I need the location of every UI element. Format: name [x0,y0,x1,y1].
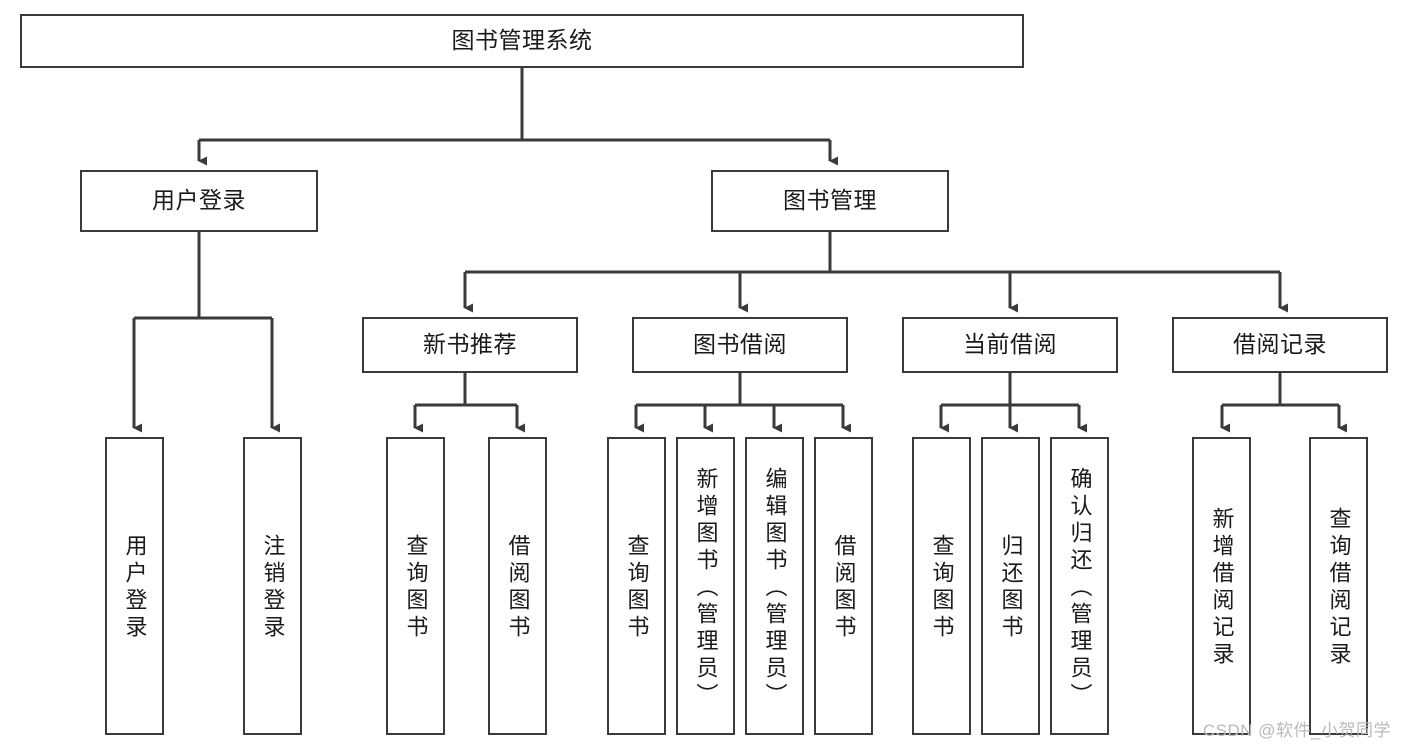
node-leaf-add-record-label: 新增借阅记录 [1209,507,1235,669]
node-leaf-add-book-label: 新增图书（管理员） [693,466,719,710]
node-book-manage-label: 图书管理 [783,187,877,214]
node-leaf-logout[interactable]: 注销登录 [243,437,302,735]
node-leaf-return-book-label: 归还图书 [998,534,1024,642]
node-current-borrow[interactable]: 当前借阅 [902,317,1118,373]
node-leaf-add-book[interactable]: 新增图书（管理员） [676,437,735,735]
node-root[interactable]: 图书管理系统 [20,14,1024,68]
node-leaf-query-book-3-label: 查询图书 [929,534,955,642]
node-book-borrow-label: 图书借阅 [693,331,787,358]
node-leaf-borrow-book-1-label: 借阅图书 [505,534,531,642]
node-leaf-borrow-book-2[interactable]: 借阅图书 [814,437,873,735]
node-leaf-edit-book-label: 编辑图书（管理员） [762,466,788,710]
node-root-label: 图书管理系统 [451,27,593,54]
node-new-book-rec-label: 新书推荐 [423,331,517,358]
node-leaf-query-record[interactable]: 查询借阅记录 [1309,437,1368,735]
node-book-manage[interactable]: 图书管理 [711,170,949,232]
node-leaf-borrow-book-2-label: 借阅图书 [831,534,857,642]
node-borrow-record[interactable]: 借阅记录 [1172,317,1388,373]
node-leaf-return-book[interactable]: 归还图书 [981,437,1040,735]
node-leaf-query-book-1[interactable]: 查询图书 [386,437,445,735]
node-user-login-label: 用户登录 [152,187,246,214]
node-leaf-user-login[interactable]: 用户登录 [105,437,164,735]
node-leaf-query-book-3[interactable]: 查询图书 [912,437,971,735]
node-new-book-rec[interactable]: 新书推荐 [362,317,578,373]
node-user-login[interactable]: 用户登录 [80,170,318,232]
node-leaf-query-book-1-label: 查询图书 [403,534,429,642]
node-borrow-record-label: 借阅记录 [1233,331,1327,358]
node-leaf-borrow-book-1[interactable]: 借阅图书 [488,437,547,735]
node-leaf-edit-book[interactable]: 编辑图书（管理员） [745,437,804,735]
watermark: CSDN @软件_小贺同学 [1202,721,1391,740]
node-leaf-confirm-return-label: 确认归还（管理员） [1067,466,1093,710]
node-current-borrow-label: 当前借阅 [963,331,1057,358]
node-leaf-logout-label: 注销登录 [260,534,286,642]
node-leaf-query-record-label: 查询借阅记录 [1326,507,1352,669]
node-leaf-user-login-label: 用户登录 [122,534,148,642]
node-leaf-query-book-2[interactable]: 查询图书 [607,437,666,735]
node-leaf-add-record[interactable]: 新增借阅记录 [1192,437,1251,735]
node-book-borrow[interactable]: 图书借阅 [632,317,848,373]
node-leaf-confirm-return[interactable]: 确认归还（管理员） [1050,437,1109,735]
node-leaf-query-book-2-label: 查询图书 [624,534,650,642]
